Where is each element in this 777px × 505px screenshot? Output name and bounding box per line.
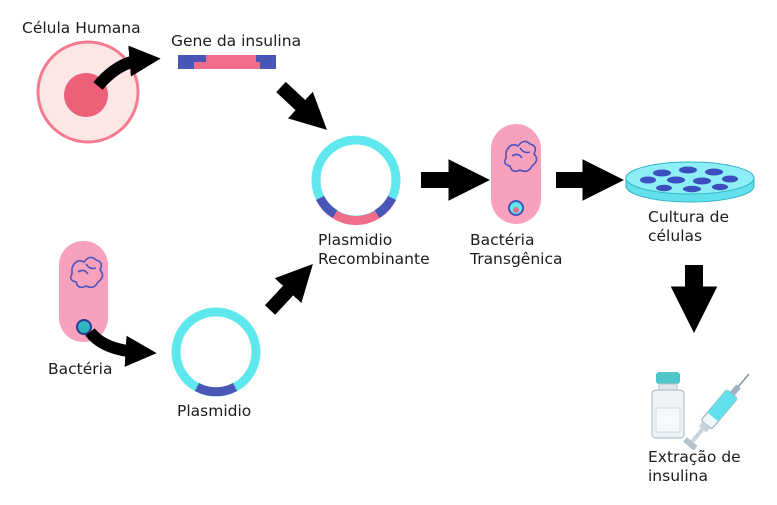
label-insulin-gene: Gene da insulina: [171, 32, 301, 51]
label-transgenic-bacteria-line1: Bactéria: [470, 231, 535, 249]
syringe: [683, 373, 750, 451]
arrow-plasmid-to-recombinant: [264, 264, 313, 315]
arrow-gene-to-plasmid: [276, 81, 327, 130]
label-insulin-gene-text: Gene da insulina: [171, 32, 302, 50]
label-insulin-extraction-line1: Extração de: [648, 448, 741, 466]
label-human-cell: Célula Humana: [22, 19, 141, 38]
label-transgenic-bacteria: Bactéria Transgênica: [470, 231, 563, 269]
label-cell-culture: Cultura de células: [648, 208, 729, 246]
plasmid: [171, 307, 261, 397]
label-human-cell-text: Célula Humana: [22, 19, 141, 37]
arrow-cell-to-gene: [93, 45, 161, 90]
label-recombinant-plasmid-line1: Plasmidio: [318, 231, 393, 249]
arrow-bacteria-to-plasmid: [85, 328, 157, 367]
label-plasmid: Plasmidio: [177, 402, 251, 421]
label-transgenic-bacteria-line2: Transgênica: [470, 250, 563, 268]
label-cell-culture-line2: células: [648, 227, 703, 245]
transgenic-bacteria: [491, 124, 541, 224]
insulin-vial: [651, 372, 685, 439]
label-bacteria-text: Bactéria: [48, 360, 113, 378]
label-cell-culture-line1: Cultura de: [648, 208, 730, 226]
label-plasmid-text: Plasmidio: [177, 402, 252, 420]
label-insulin-extraction-line2: insulina: [648, 467, 708, 485]
label-recombinant-plasmid: Plasmidio Recombinante: [318, 231, 430, 269]
insulin-gene-bar: [178, 55, 276, 69]
recombinant-plasmid: [311, 135, 401, 225]
label-bacteria: Bactéria: [48, 360, 112, 379]
bacteria: [59, 241, 108, 342]
human-cell: [36, 40, 140, 144]
label-recombinant-plasmid-line2: Recombinante: [318, 250, 430, 268]
label-insulin-extraction: Extração de insulina: [648, 448, 741, 486]
culture-dish: [625, 161, 755, 203]
